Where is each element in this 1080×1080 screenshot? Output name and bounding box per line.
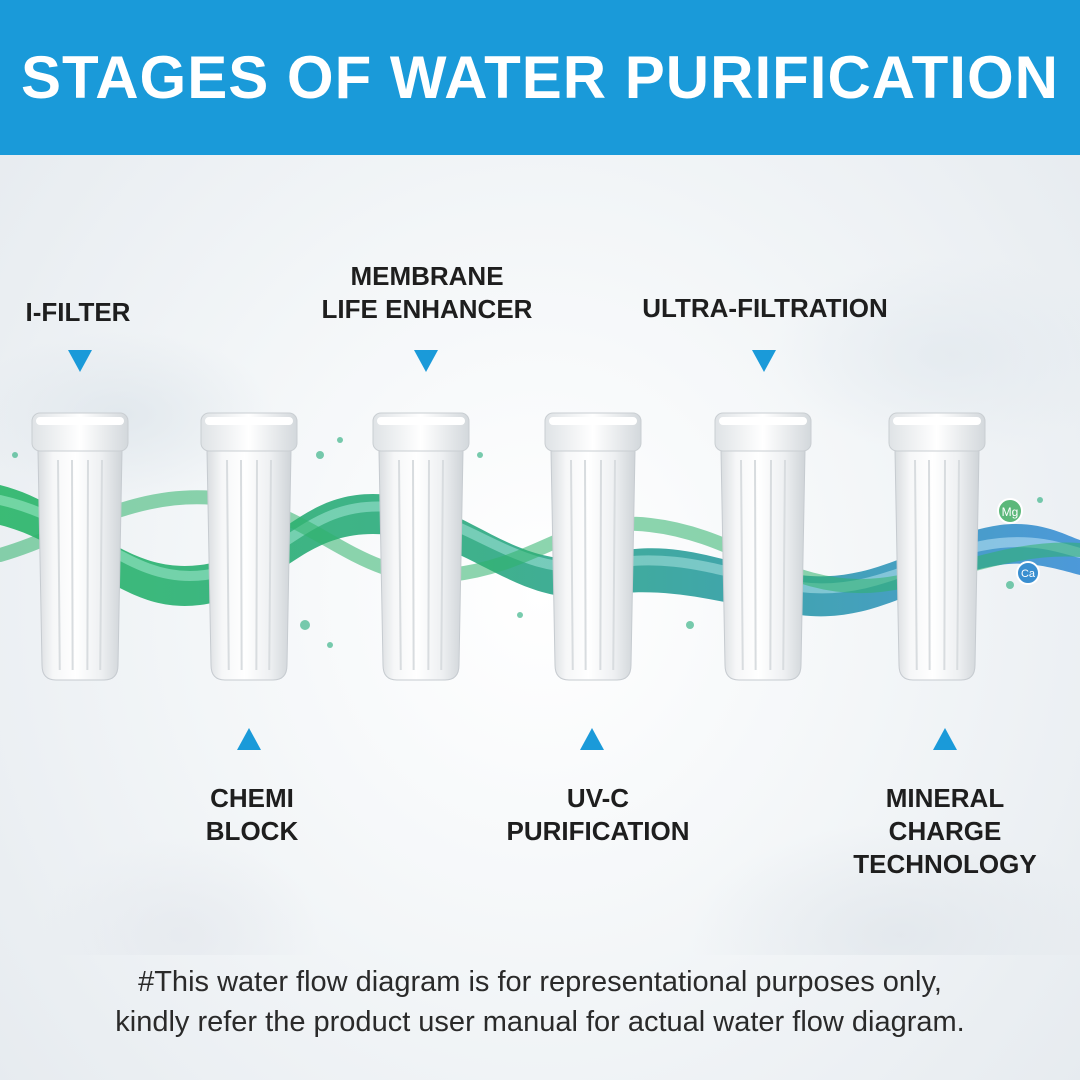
arrow-down-i-filter — [68, 350, 92, 372]
filter-diagram: Mg Ca — [0, 412, 1080, 681]
stage-label-line: PURIFICATION — [506, 816, 690, 846]
stage-label-line: CHEMI — [210, 783, 294, 813]
mg-badge: Mg — [997, 498, 1023, 524]
page-title: STAGES OF WATER PURIFICATION — [21, 44, 1059, 111]
svg-text:Mg: Mg — [1002, 505, 1019, 519]
footnote-line-1: #This water flow diagram is for represen… — [138, 966, 942, 998]
filter-housing — [544, 412, 642, 681]
filter-housing — [714, 412, 812, 681]
stage-label-line: BLOCK — [205, 816, 299, 846]
header-banner: STAGES OF WATER PURIFICATION — [0, 0, 1080, 155]
svg-text:Ca: Ca — [1021, 568, 1036, 580]
arrow-down-membrane — [414, 350, 438, 372]
filter-housing — [888, 412, 986, 681]
mineral-badges: Mg Ca — [997, 498, 1040, 585]
stage-label-line: MEMBRANE — [350, 261, 504, 291]
filter-housing — [372, 412, 470, 681]
arrow-up-chemi-block — [237, 728, 261, 750]
stage-label-line: I-FILTER — [25, 297, 131, 327]
stage-label-mineral-charge: MINERAL CHARGE TECHNOLOGY — [853, 782, 1036, 881]
stage-label-line: LIFE ENHANCER — [321, 294, 533, 324]
disclaimer-footnote: #This water flow diagram is for represen… — [0, 962, 1080, 1042]
stage-label-line: CHARGE — [888, 816, 1002, 846]
stage-label-line: TECHNOLOGY — [853, 849, 1037, 879]
stage-label-line: MINERAL — [885, 783, 1005, 813]
arrow-up-mineral-charge — [933, 728, 957, 750]
stage-label-uv-c: UV-C PURIFICATION — [507, 782, 690, 848]
stage-label-membrane: MEMBRANE LIFE ENHANCER — [322, 260, 533, 326]
stage-label-ultra-filtration: ULTRA-FILTRATION — [642, 292, 888, 325]
ca-badge: Ca — [1016, 561, 1040, 585]
stage-label-chemi-block: CHEMI BLOCK — [206, 782, 298, 848]
filter-housings — [31, 412, 986, 681]
stage-label-i-filter: I-FILTER — [26, 296, 131, 329]
stage-label-line: ULTRA-FILTRATION — [642, 293, 888, 323]
footnote-line-2: kindly refer the product user manual for… — [115, 1006, 965, 1038]
filter-housing — [200, 412, 298, 681]
arrow-up-uv-c — [580, 728, 604, 750]
arrow-down-ultra-filtration — [752, 350, 776, 372]
stage-label-line: UV-C — [566, 783, 630, 813]
filter-housing — [31, 412, 129, 681]
